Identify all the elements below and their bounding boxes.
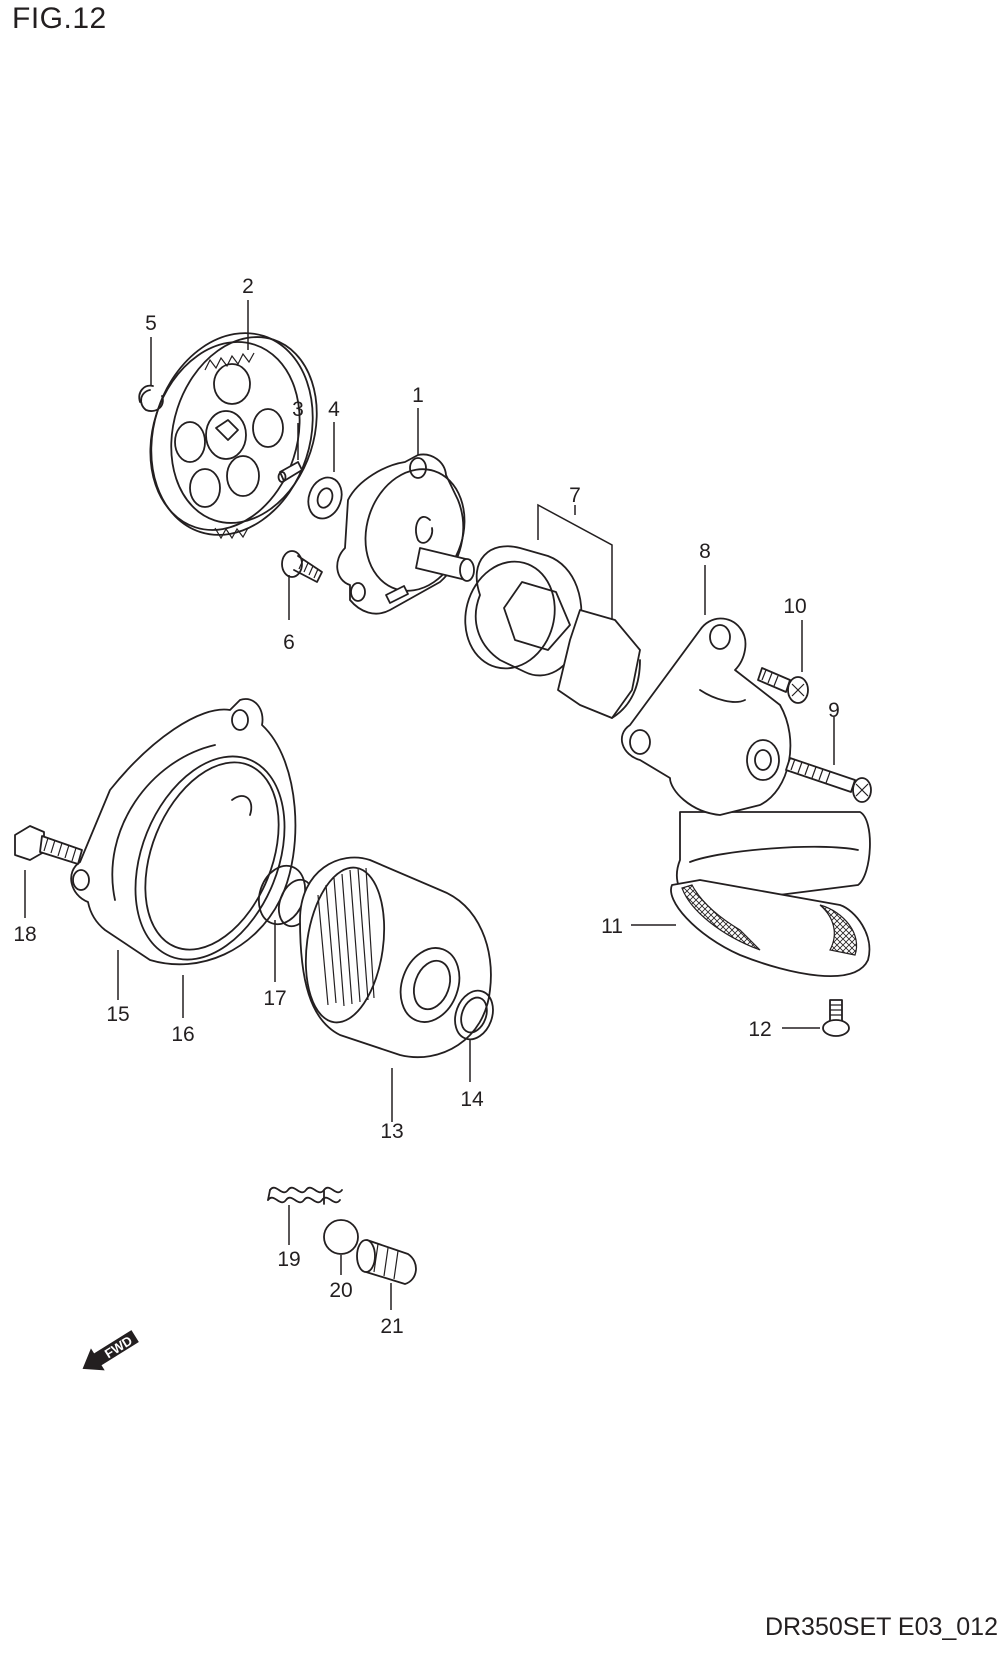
callout-8: 8 <box>699 540 711 563</box>
callout-4: 4 <box>328 398 340 421</box>
callout-14: 14 <box>460 1088 484 1111</box>
circlip <box>138 384 164 412</box>
callout-18: 18 <box>13 923 36 946</box>
callout-numbers: 2 5 3 4 1 6 7 8 10 9 11 12 13 14 15 16 1… <box>13 275 840 1338</box>
callout-19: 19 <box>277 1248 300 1271</box>
catalog-code: DR350SET E03_012 <box>764 1613 998 1641</box>
callout-12: 12 <box>748 1018 771 1041</box>
oil-filter-cap <box>70 698 297 966</box>
callout-21: 21 <box>380 1315 403 1338</box>
relief-plug <box>356 1239 417 1285</box>
forward-direction-arrow: FWD <box>82 1330 139 1371</box>
callout-13: 13 <box>380 1120 403 1143</box>
callout-20: 20 <box>329 1279 352 1302</box>
callout-15: 15 <box>106 1003 129 1026</box>
figure-title: FIG.12 <box>12 2 107 35</box>
callout-9: 9 <box>828 699 840 722</box>
pump-rotor-set <box>464 545 641 719</box>
oil-strainer-housing <box>620 617 871 906</box>
callout-16: 16 <box>171 1023 194 1046</box>
callout-6: 6 <box>283 631 295 654</box>
callout-10: 10 <box>783 595 806 618</box>
dowel-pin <box>277 461 303 483</box>
oil-strainer-screen <box>670 879 871 977</box>
callout-1: 1 <box>412 384 424 407</box>
callout-3: 3 <box>292 398 304 421</box>
callout-17: 17 <box>263 987 286 1010</box>
callout-2: 2 <box>242 275 254 298</box>
pump-screw <box>281 550 323 583</box>
housing-screw-short <box>757 667 809 704</box>
callout-5: 5 <box>145 312 157 335</box>
leader-lines <box>24 300 835 1310</box>
callout-11: 11 <box>601 915 623 938</box>
screen-screw <box>822 999 850 1037</box>
relief-spring <box>267 1186 343 1205</box>
oil-filter-element <box>299 856 492 1059</box>
cap-o-ring <box>134 755 286 961</box>
housing-screw-long <box>785 757 872 803</box>
callout-7: 7 <box>569 484 581 507</box>
cap-bolt <box>14 825 83 865</box>
oil-pump-drive-gear <box>149 332 318 540</box>
washer <box>307 476 343 520</box>
oil-pump-body <box>336 453 475 615</box>
filter-o-ring <box>454 989 494 1041</box>
relief-ball <box>323 1219 359 1255</box>
